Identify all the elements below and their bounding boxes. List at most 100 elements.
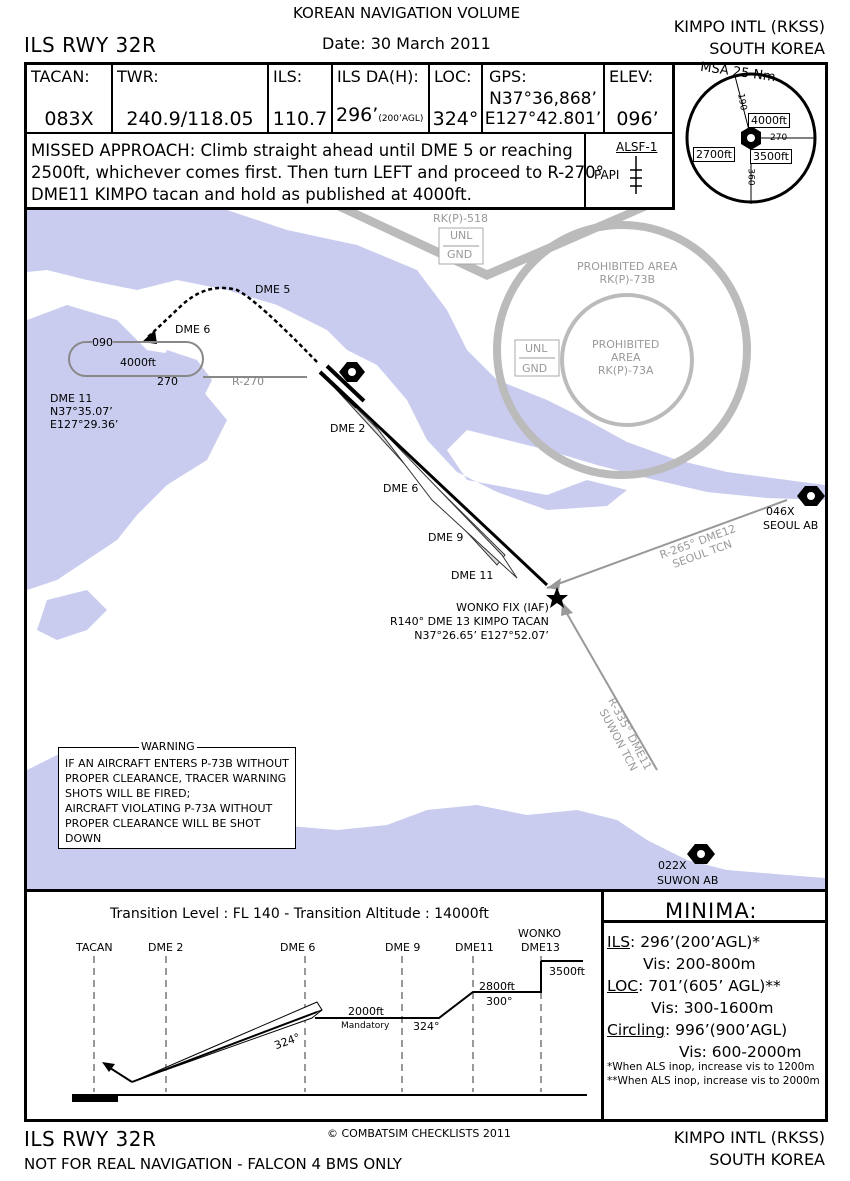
gps-longitude: E127°42.801’ (484, 109, 602, 129)
warning-text: IF AN AIRCRAFT ENTERS P-73B WITHOUT PROP… (65, 756, 289, 846)
profile-tacan: TACAN (76, 941, 113, 954)
ils-cell: ILS: 110.7 (269, 64, 333, 132)
p73a-label: PROHIBITED AREA RK(P)-73A (592, 338, 659, 377)
hold-altitude: 4000ft (120, 356, 156, 369)
wonko-line-3: N37°26.65’ E127°52.07’ (414, 629, 549, 642)
dme11-hold-fix: DME 11 N37°35.07’ E127°29.36’ (50, 392, 118, 431)
ils-da-note: (200’AGL) (378, 114, 424, 124)
procedure-title: ILS RWY 32R (24, 33, 157, 57)
msa-radial-270: 270 (770, 133, 788, 143)
ils-da-value: 296’ (336, 104, 379, 126)
dme6-label: DME 6 (383, 482, 419, 495)
tacan-cell: TACAN: 083X (27, 64, 113, 132)
tower-cell: TWR: 240.9/118.05 (113, 64, 269, 132)
ils-da-label: ILS DA(H): (337, 67, 419, 86)
minima-ils: ILS: 296’(200’AGL)* (607, 931, 802, 953)
missed-approach-line-3: DME11 KIMPO tacan and hold as published … (31, 185, 472, 204)
suwon-name: SUWON AB (657, 874, 719, 887)
warning-line-1: IF AN AIRCRAFT ENTERS P-73B WITHOUT (65, 757, 289, 770)
rk518-unl: UNL (450, 229, 473, 242)
rk518-gnd: GND (447, 248, 473, 261)
hold-dme6-label: DME 6 (175, 323, 211, 336)
loc-cell: LOC: 324° (430, 64, 483, 132)
minima-note-1: *When ALS inop, increase vis to 1200m (607, 1061, 815, 1073)
prohibited-area-73b (493, 221, 751, 479)
minima-loc-value: : 701’(605’ AGL)** (638, 977, 781, 995)
airport-name: KIMPO INTL (RKSS) (673, 17, 825, 36)
warning-line-3: SHOTS WILL BE FIRED; (65, 787, 191, 800)
minima-loc: LOC: 701’(605’ AGL)** (607, 975, 802, 997)
msa-tacan-icon (741, 126, 761, 150)
dme11-fix-line-1: DME 11 (50, 392, 93, 405)
msa-diagram (685, 72, 817, 204)
map-top-border (27, 207, 673, 210)
suwon-tacan-icon (687, 844, 715, 864)
msa-alt-west: 2700ft (693, 147, 735, 162)
suwon-channel: 022X (658, 859, 687, 872)
minima-note-2: **When ALS inop, increase vis to 2000m (607, 1075, 820, 1087)
transition-levels: Transition Level : FL 140 - Transition A… (110, 906, 489, 922)
ils-label: ILS: (273, 67, 303, 86)
dme11-label: DME 11 (451, 569, 494, 582)
seoul-name: SEOUL AB (763, 519, 819, 532)
chart-date: Date: 30 March 2011 (322, 34, 491, 53)
minima-circling-vis: Vis: 600-2000m (679, 1043, 802, 1061)
missed-approach-line-1: MISSED APPROACH: Climb straight ahead un… (31, 141, 573, 160)
loc-value: 324° (432, 108, 479, 130)
wonko-fix-label: WONKO FIX (IAF) R140° DME 13 KIMPO TACAN… (390, 601, 549, 643)
papi-label: PAPI (594, 168, 620, 182)
minima-ils-label: ILS (607, 933, 631, 951)
p73b-line-2: RK(P)-73B (599, 273, 656, 286)
minima-ils-vis: Vis: 200-800m (643, 955, 756, 973)
chart-frame (24, 62, 828, 1122)
dme9-label: DME 9 (428, 531, 464, 544)
warning-line-6: DOWN (65, 832, 102, 845)
suwon-radial-line (561, 604, 658, 771)
loc-label: LOC: (434, 67, 472, 86)
holding-pattern (68, 341, 204, 377)
footer-disclaimer: NOT FOR REAL NAVIGATION - FALCON 4 BMS O… (24, 1155, 402, 1173)
gps-cell: GPS: N37°36,868’ E127°42.801’ (483, 64, 605, 132)
rk518-label: RK(P)-518 (433, 212, 489, 225)
gps-latitude: N37°36,868’ (489, 89, 597, 109)
p73b-gnd: GND (522, 362, 548, 375)
wonko-fix-icon (546, 587, 568, 608)
warning-title: WARNING (139, 740, 197, 753)
ils-da-value-wrap: 296’(200’AGL) (336, 105, 428, 129)
seoul-radial-line (546, 499, 788, 589)
profile-dme9: DME 9 (385, 941, 421, 954)
hold-270-label: 270 (157, 375, 178, 388)
minima-divider (601, 891, 604, 1121)
ils-da-cell: ILS DA(H): 296’(200’AGL) (333, 64, 430, 132)
missed-approach-text: MISSED APPROACH: Climb straight ahead un… (31, 140, 604, 206)
missed-approach-path (146, 286, 318, 363)
msa-divider (672, 62, 675, 210)
p73a-line-1: PROHIBITED (592, 338, 660, 351)
lighting-divider (584, 132, 586, 208)
missed-approach-line-2: 2500ft, whichever comes first. Then turn… (31, 163, 604, 182)
p73b-unl: UNL (525, 342, 548, 355)
minima-notes: *When ALS inop, increase vis to 1200m **… (607, 1060, 820, 1088)
tower-label: TWR: (117, 67, 159, 86)
profile-course-324-b: 324° (413, 1020, 440, 1033)
minima-circling-label: Circling (607, 1021, 665, 1039)
profile-wonko: WONKO (518, 927, 562, 940)
warning-line-2: PROPER CLEARANCE, TRACER WARNING (65, 772, 287, 785)
final-approach-course (325, 376, 549, 587)
profile-dme11: DME11 (455, 941, 494, 954)
profile-dme13: DME13 (521, 941, 560, 954)
warning-box: WARNING IF AN AIRCRAFT ENTERS P-73B WITH… (58, 740, 296, 849)
tower-value: 240.9/118.05 (126, 108, 254, 130)
minima-ils-value: : 296’(200’AGL)* (630, 933, 761, 951)
profile-dme2: DME 2 (148, 941, 184, 954)
seoul-channel: 046X (766, 505, 795, 518)
footer-airport: KIMPO INTL (RKSS) (673, 1128, 825, 1147)
kimpo-tacan-icon (339, 362, 365, 382)
volume-title: KOREAN NAVIGATION VOLUME (293, 4, 521, 22)
seoul-tacan-icon (797, 486, 825, 506)
profile-top-border (27, 889, 827, 892)
wonko-line-2: R140° DME 13 KIMPO TACAN (390, 615, 549, 628)
minima-circling: Circling: 996’(900’AGL) (607, 1019, 802, 1041)
minima-circling-value: : 996’(900’AGL) (664, 1021, 788, 1039)
profile-view (72, 956, 587, 1102)
